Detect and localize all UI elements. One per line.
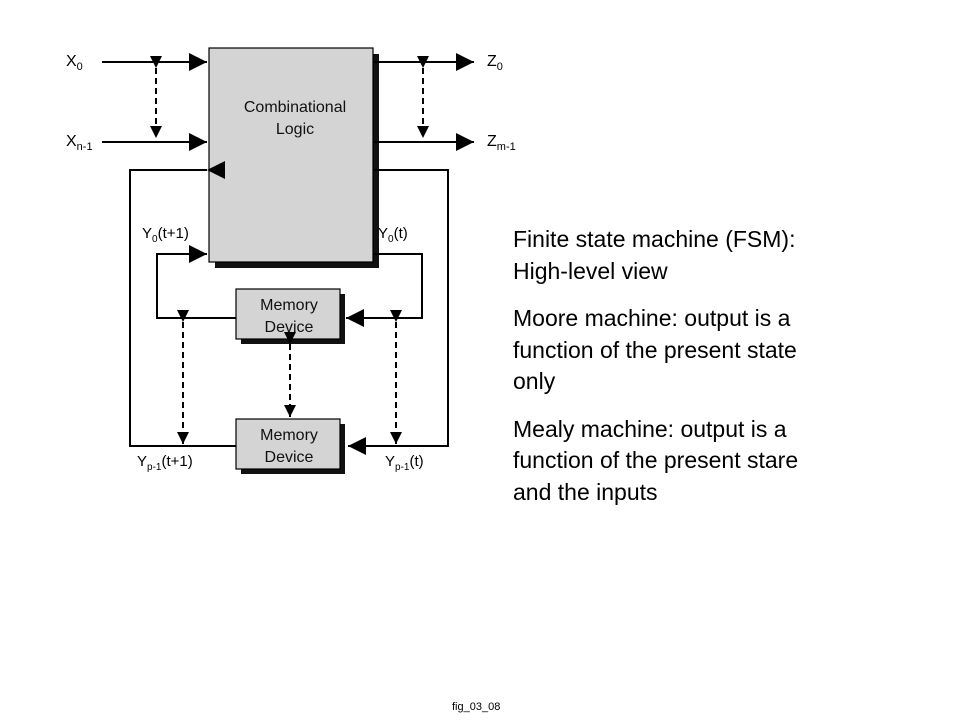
notes-title-line2: High-level view [513, 257, 668, 284]
memory-device-top: Memory Device [235, 288, 345, 344]
notes-moore-line1: Moore machine: output is a [513, 305, 791, 331]
combinational-logic-label-line2: Logic [276, 121, 314, 138]
notes-mealy-line2: function of the present stare [513, 447, 799, 473]
feedback-path-y0-next [156, 245, 236, 319]
combinational-logic-label-line1: Combinational [244, 99, 346, 116]
combinational-logic-block: Combinational Logic [208, 47, 379, 268]
feedback-path-y0-now [346, 253, 423, 327]
memory-bottom-label-line2: Device [265, 449, 314, 466]
notes-mealy-line3: and the inputs [513, 478, 658, 505]
label-zm1: Zm-1 [487, 133, 516, 153]
label-yp1-now: Yp-1(t) [385, 453, 424, 473]
label-x0: X0 [66, 53, 83, 73]
notes-moore-line3: only [513, 368, 556, 394]
notes-mealy-line1: Mealy machine: output is a [513, 415, 787, 442]
memory-top-label-line1: Memory [260, 297, 318, 314]
label-y0-now: Y0(t) [378, 225, 408, 245]
feedback-path-yp1-now [348, 169, 449, 455]
notes-moore-line2: function of the present state [513, 336, 797, 363]
memory-device-bottom: Memory Device [235, 418, 345, 474]
memory-bottom-label-line1: Memory [260, 427, 318, 444]
label-xn1: Xn-1 [66, 133, 93, 153]
fsm-description: Finite state machine (FSM): High-level v… [513, 224, 953, 508]
feedback-path-yp1-next [129, 161, 236, 447]
memory-top-label-line2: Device [265, 319, 314, 336]
figure-id: fig_03_08 [452, 701, 501, 713]
label-yp1-next: Yp-1(t+1) [137, 453, 193, 473]
notes-title-line1: Finite state machine (FSM): [513, 226, 796, 252]
label-y0-next: Y0(t+1) [142, 225, 189, 245]
label-z0: Z0 [487, 53, 503, 73]
